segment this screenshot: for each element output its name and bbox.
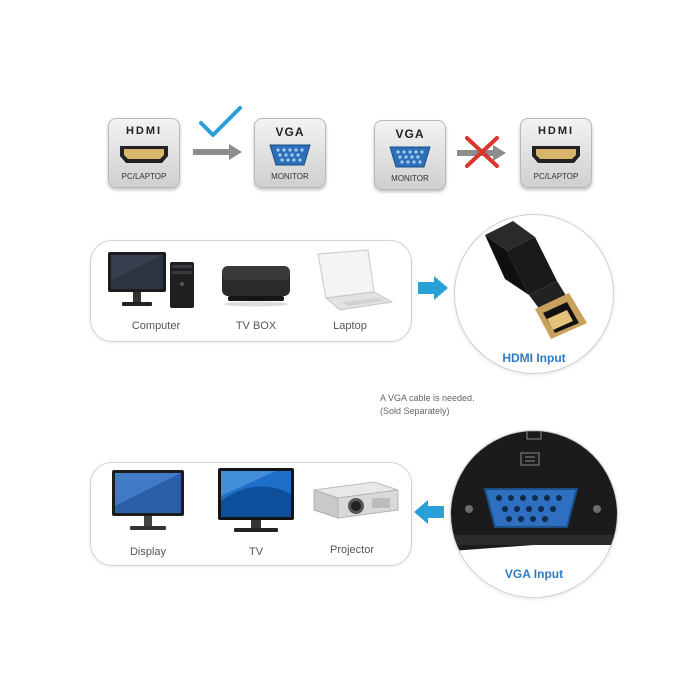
device-label: TV [248, 546, 264, 558]
hdmi-source-badge: HDMI PC/LAPTOP [108, 118, 180, 188]
display-icon [112, 470, 184, 530]
badge-subtitle: MONITOR [271, 172, 309, 181]
vga-source-badge: VGA MONITOR [374, 120, 446, 190]
check-icon [199, 106, 242, 137]
device-label: Computer [131, 320, 181, 332]
vga-port-icon [269, 144, 311, 166]
hdmi-port-icon [532, 146, 580, 163]
laptop-icon [317, 249, 394, 311]
projector-icon [313, 481, 399, 519]
arrow-right-icon [418, 276, 448, 300]
device-label: Laptop [333, 320, 367, 332]
tv-box-icon [222, 266, 290, 307]
badge-title: VGA [275, 125, 305, 139]
computer-icon [108, 252, 194, 308]
note-line: (Sold Separately) [380, 406, 450, 416]
vga-input-label: VGA Input [504, 567, 564, 581]
vga-input-circle: VGA Input [450, 430, 618, 598]
cross-icon [465, 136, 499, 168]
badge-title: HDMI [537, 125, 575, 137]
device-label: TV BOX [235, 320, 277, 332]
vga-port-icon [451, 431, 617, 597]
badge-title: HDMI [125, 125, 163, 137]
device-label: Display [129, 546, 167, 558]
badge-subtitle: PC/LAPTOP [533, 172, 579, 181]
vga-target-badge: VGA MONITOR [254, 118, 326, 188]
device-label: Projector [329, 544, 375, 556]
hdmi-plug-icon [485, 221, 587, 339]
hdmi-port-icon [120, 146, 168, 163]
tv-icon [218, 468, 294, 532]
badge-title: VGA [395, 127, 425, 141]
cable-note: A VGA cable is needed. (Sold Separately) [380, 392, 475, 418]
hdmi-target-badge: HDMI PC/LAPTOP [520, 118, 592, 188]
arrow-right-icon [193, 144, 242, 160]
badge-subtitle: MONITOR [391, 174, 429, 183]
vga-port-icon [389, 146, 431, 168]
note-line: A VGA cable is needed. [380, 393, 475, 403]
arrow-left-icon [414, 500, 444, 524]
hdmi-input-circle: HDMI Input [454, 214, 614, 374]
badge-subtitle: PC/LAPTOP [121, 172, 167, 181]
hdmi-input-label: HDMI Input [502, 351, 566, 365]
